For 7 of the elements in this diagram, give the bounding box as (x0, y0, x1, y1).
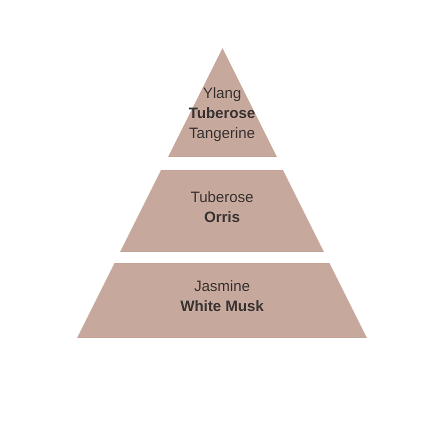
note-label: Jasmine (194, 277, 250, 297)
note-label: White Musk (180, 297, 264, 317)
note-label: Tuberose (190, 188, 254, 208)
note-label: Ylang (202, 84, 242, 104)
note-label: Tuberose (188, 104, 256, 124)
note-label: Orris (204, 208, 240, 228)
note-label: Tangerine (189, 124, 255, 144)
